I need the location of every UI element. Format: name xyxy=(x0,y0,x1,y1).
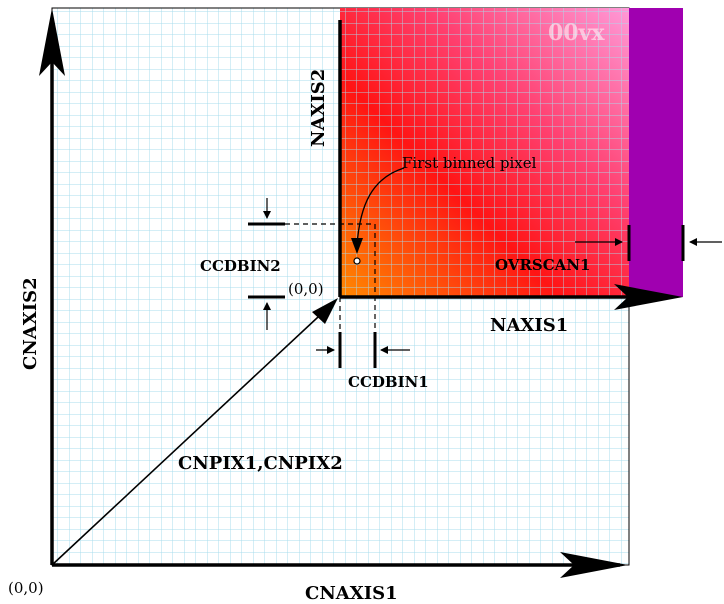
first-pixel-pointer-head xyxy=(351,238,363,254)
overscan-region xyxy=(629,8,683,297)
image-x-arrowhead xyxy=(614,284,683,310)
cnpix-vector xyxy=(51,303,333,566)
image-grid-overlay xyxy=(340,8,629,297)
ccd-y-arrowhead xyxy=(39,8,65,76)
image-y-axis-label: NAXIS2 xyxy=(308,69,329,147)
watermark-text: 00vx xyxy=(548,20,605,46)
first-pixel-pointer xyxy=(356,167,405,246)
image-x-axis-label: NAXIS1 xyxy=(490,315,568,336)
cnpix-arrowhead xyxy=(312,298,338,324)
overscan-label: OVRSCAN1 xyxy=(495,256,590,274)
first-pixel-marker xyxy=(353,257,361,265)
cnpix-label: CNPIX1,CNPIX2 xyxy=(178,453,343,474)
ccd-origin-label: (0,0) xyxy=(8,579,44,597)
ccd-y-axis-label: CNAXIS2 xyxy=(20,277,41,370)
ccd-x-axis-label: CNAXIS1 xyxy=(305,583,398,604)
ccdbin1-label: CCDBIN1 xyxy=(348,373,429,391)
image-origin-label: (0,0) xyxy=(288,280,324,298)
ccdbin2-label: CCDBIN2 xyxy=(200,257,281,275)
ccd-x-arrowhead xyxy=(560,552,628,578)
first-pixel-label: First binned pixel xyxy=(402,154,537,172)
